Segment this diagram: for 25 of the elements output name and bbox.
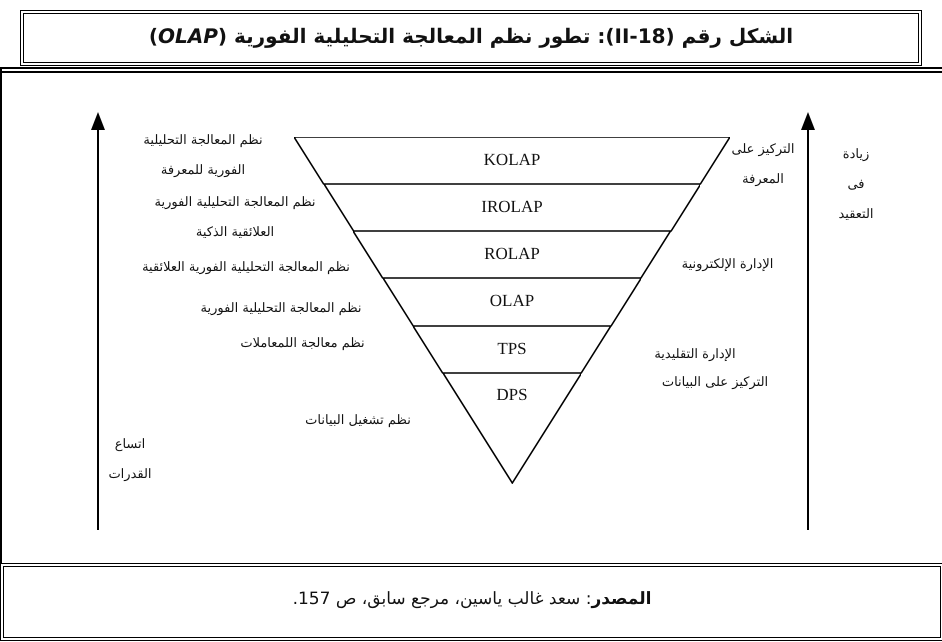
band-label: DPS: [495, 385, 529, 405]
pyramid-band: [413, 326, 611, 373]
source-note: المصدر: سعد غالب ياسين، مرجع سابق، ص 157.: [292, 589, 652, 609]
side-label: الإدارة التقليدية: [653, 346, 737, 364]
system-label: نظم المعالجة التحليلية الفورية العلائقية: [141, 259, 351, 277]
band-label: KOLAP: [482, 150, 542, 170]
system-label: نظم المعالجة التحليلية الفورية للمعرفة: [142, 132, 264, 180]
band-label: ROLAP: [483, 244, 541, 264]
pyramid-band: [442, 373, 582, 483]
pyramid-band: [294, 137, 730, 184]
band-label: IROLAP: [480, 196, 544, 216]
pyramid-band: [382, 278, 642, 326]
band-label: TPS: [496, 338, 528, 358]
pyramid-band: [324, 184, 700, 231]
side-label: التركيز على المعرفة: [730, 141, 796, 189]
system-label: نظم المعالجة التحليلية الفورية: [199, 300, 362, 318]
side-label: الإدارة الإلكترونية: [680, 256, 774, 274]
band-label: OLAP: [488, 291, 536, 311]
system-label: نظم معالجة اللمعاملات: [239, 335, 366, 353]
axis-label: اتساع القدرات: [107, 436, 153, 484]
pyramid-band: [353, 231, 671, 278]
side-label: التركيز على البيانات: [660, 374, 770, 392]
axis-label: زيادة فى التعقيد: [837, 146, 875, 224]
system-label: نظم تشغيل البيانات: [304, 412, 412, 430]
system-label: نظم المعالجة التحليلية الفورية العلائقية الذكية: [153, 194, 316, 242]
